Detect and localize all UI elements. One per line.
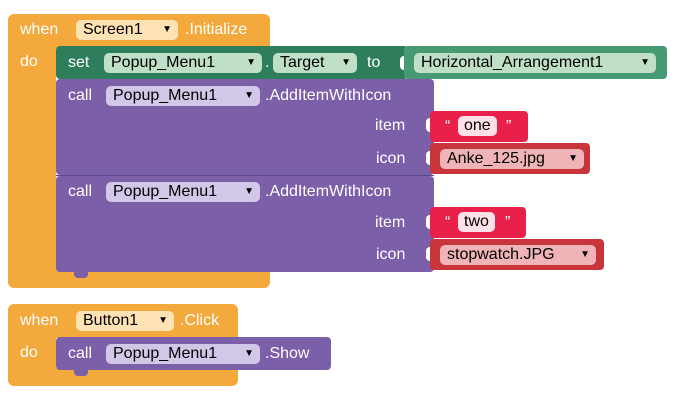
call2-item-label: item bbox=[375, 214, 406, 231]
text-one-field[interactable]: one bbox=[458, 116, 497, 136]
chevron-down-icon: ▼ bbox=[158, 315, 168, 326]
item-socket bbox=[426, 118, 432, 132]
setter-property-label: Target bbox=[280, 54, 325, 71]
chevron-down-icon: ▼ bbox=[244, 90, 254, 101]
quote-close: ” bbox=[505, 214, 511, 231]
chevron-down-icon: ▼ bbox=[244, 348, 254, 359]
quote-open: “ bbox=[445, 214, 451, 231]
button1-dropdown-label: Button1 bbox=[83, 312, 139, 329]
setter-component-label: Popup_Menu1 bbox=[111, 54, 216, 71]
do-label: do bbox=[20, 344, 38, 361]
quote-close: ” bbox=[506, 118, 512, 135]
setter-property-dropdown[interactable]: Target ▼ bbox=[273, 53, 357, 73]
call2-component-label: Popup_Menu1 bbox=[113, 183, 218, 200]
event-block-arm[interactable] bbox=[8, 334, 56, 374]
when-label: when bbox=[20, 312, 59, 329]
arrangement-dropdown[interactable]: Horizontal_Arrangement1 ▼ bbox=[414, 53, 656, 73]
chevron-down-icon: ▼ bbox=[580, 249, 590, 260]
text-two-field[interactable]: two bbox=[458, 212, 495, 232]
event-block-arm[interactable] bbox=[8, 44, 56, 276]
setter-socket bbox=[400, 56, 406, 70]
click-label: .Click bbox=[180, 312, 220, 329]
chevron-down-icon: ▼ bbox=[568, 153, 578, 164]
set-label: set bbox=[68, 54, 90, 71]
button1-dropdown[interactable]: Button1 ▼ bbox=[76, 311, 174, 331]
when-label: when bbox=[20, 21, 59, 38]
dot-label: . bbox=[265, 54, 270, 71]
screen1-dropdown-label: Screen1 bbox=[83, 21, 143, 38]
quote-open: “ bbox=[445, 118, 451, 135]
call-label: call bbox=[68, 345, 93, 362]
asset-anke-label: Anke_125.jpg bbox=[447, 150, 545, 167]
call1-component-label: Popup_Menu1 bbox=[113, 87, 218, 104]
to-label: to bbox=[367, 54, 381, 71]
asset-anke-dropdown[interactable]: Anke_125.jpg ▼ bbox=[440, 149, 584, 169]
chevron-down-icon: ▼ bbox=[244, 186, 254, 197]
icon-socket bbox=[426, 247, 432, 261]
asset-stopwatch-label: stopwatch.JPG bbox=[447, 246, 555, 263]
show-component-dropdown[interactable]: Popup_Menu1 ▼ bbox=[106, 344, 260, 364]
do-label: do bbox=[20, 53, 38, 70]
asset-stopwatch-dropdown[interactable]: stopwatch.JPG ▼ bbox=[440, 245, 596, 265]
call2-method-label: .AddItemWithIcon bbox=[265, 183, 392, 200]
block-notch bbox=[74, 369, 88, 376]
call1-icon-label: icon bbox=[376, 150, 406, 167]
show-method-label: .Show bbox=[265, 345, 310, 362]
chevron-down-icon: ▼ bbox=[640, 57, 650, 68]
event-block-bottom[interactable] bbox=[8, 368, 238, 386]
call-label: call bbox=[68, 183, 93, 200]
icon-socket bbox=[426, 151, 432, 165]
screen1-dropdown[interactable]: Screen1 ▼ bbox=[76, 20, 178, 40]
block-notch bbox=[74, 271, 88, 278]
item-socket bbox=[426, 215, 432, 229]
call2-icon-label: icon bbox=[376, 246, 406, 263]
initialize-label: .Initialize bbox=[185, 21, 248, 38]
show-component-label: Popup_Menu1 bbox=[113, 345, 218, 362]
call1-item-label: item bbox=[375, 117, 406, 134]
chevron-down-icon: ▼ bbox=[162, 24, 172, 35]
call1-component-dropdown[interactable]: Popup_Menu1 ▼ bbox=[106, 86, 260, 106]
call1-method-label: .AddItemWithIcon bbox=[265, 87, 392, 104]
chevron-down-icon: ▼ bbox=[341, 57, 351, 68]
setter-component-dropdown[interactable]: Popup_Menu1 ▼ bbox=[104, 53, 262, 73]
block-divider bbox=[56, 175, 434, 176]
chevron-down-icon: ▼ bbox=[246, 57, 256, 68]
call2-component-dropdown[interactable]: Popup_Menu1 ▼ bbox=[106, 182, 260, 202]
arrangement-dropdown-label: Horizontal_Arrangement1 bbox=[421, 54, 604, 71]
call-label: call bbox=[68, 87, 93, 104]
